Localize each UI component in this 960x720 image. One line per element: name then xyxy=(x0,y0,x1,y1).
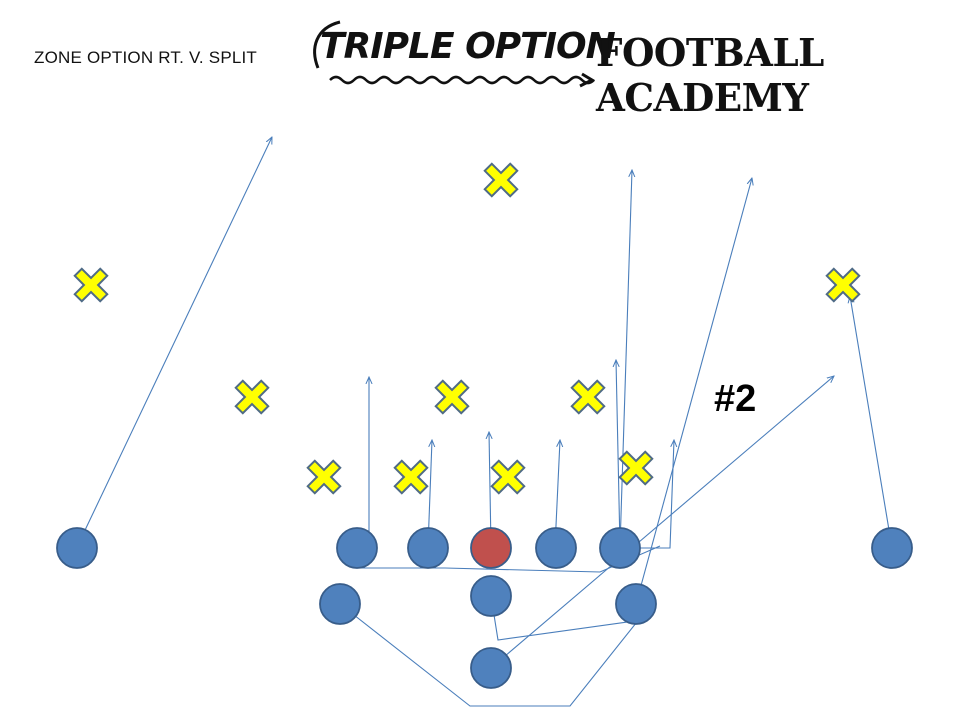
receiver-number-label: #2 xyxy=(714,378,757,420)
offense-left-back xyxy=(319,583,361,625)
offense-quarterback xyxy=(470,575,512,617)
defender-x-marker xyxy=(393,459,429,495)
defender-x-marker xyxy=(618,450,654,486)
offense-right-tackle xyxy=(599,527,641,569)
route-slot-seam xyxy=(635,178,752,605)
defender-x-marker xyxy=(570,379,606,415)
academy-logo: TRIPLE OPTION FOOTBALL ACADEMY xyxy=(300,8,950,120)
offense-right-guard xyxy=(535,527,577,569)
offense-tailback xyxy=(470,647,512,689)
route-lines xyxy=(76,137,893,707)
route-wr-right xyxy=(850,296,893,549)
offense-wr-right xyxy=(871,527,913,569)
defender-x-marker xyxy=(434,379,470,415)
defender-x-marker xyxy=(825,267,861,303)
offense-wr-left xyxy=(56,527,98,569)
route-tb-pitch xyxy=(490,376,834,669)
defender-x-marker xyxy=(234,379,270,415)
logo-block-text: FOOTBALL ACADEMY xyxy=(596,30,824,120)
route-wr-left-go xyxy=(76,137,272,548)
offense-left-guard xyxy=(407,527,449,569)
offense-players xyxy=(56,527,913,689)
logo-script-text: TRIPLE OPTION xyxy=(320,26,616,67)
route-te-arc xyxy=(640,440,674,549)
offense-left-tackle xyxy=(336,527,378,569)
route-te-release xyxy=(619,170,632,548)
route-back-arc xyxy=(339,603,649,707)
route-rt-block xyxy=(616,360,621,548)
logo-swoosh-icon xyxy=(313,20,596,88)
defender-x-marker xyxy=(483,162,519,198)
defense-players xyxy=(73,162,861,495)
defender-x-marker xyxy=(306,459,342,495)
play-title: ZONE OPTION RT. V. SPLIT xyxy=(34,48,258,67)
defender-x-marker xyxy=(490,459,526,495)
offense-right-back xyxy=(615,583,657,625)
defender-x-marker xyxy=(73,267,109,303)
offense-center xyxy=(470,527,512,569)
